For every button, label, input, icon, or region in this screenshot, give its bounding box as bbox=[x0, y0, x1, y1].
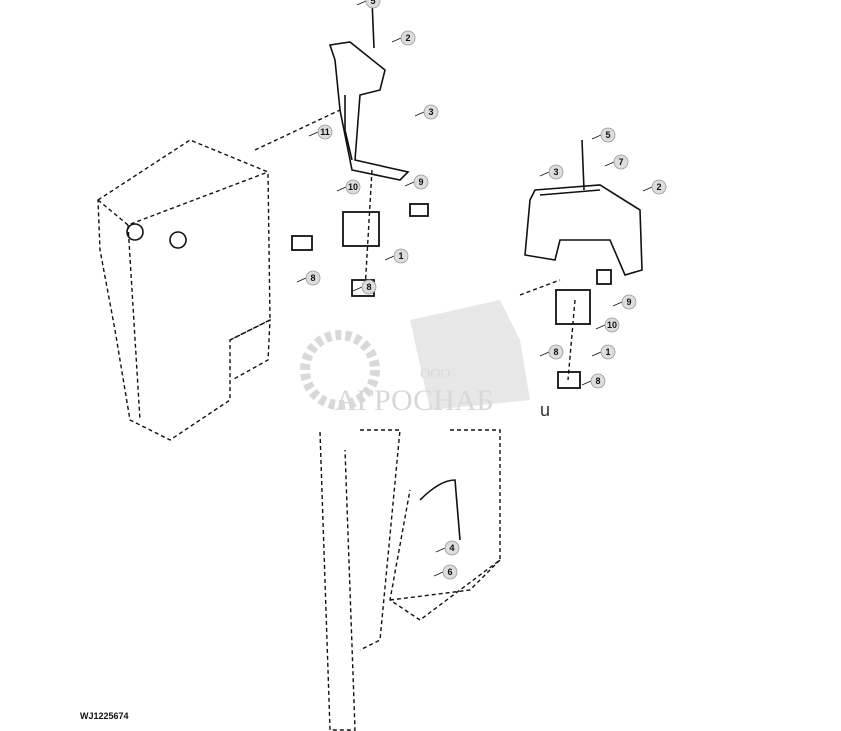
callout-number: 5 bbox=[605, 130, 610, 140]
frame bbox=[319, 429, 501, 731]
fitting-9b bbox=[596, 269, 612, 285]
callout-0: 5 bbox=[356, 0, 381, 9]
callout-number: 10 bbox=[348, 182, 358, 192]
callout-3: 11 bbox=[308, 124, 333, 140]
callout-19: 6 bbox=[433, 564, 458, 580]
callout-9: 5 bbox=[591, 127, 616, 143]
fitting-9a bbox=[409, 203, 429, 217]
callout-number: 8 bbox=[310, 273, 315, 283]
diagram-code: WJ1225674 bbox=[80, 711, 129, 721]
callout-number: 3 bbox=[553, 167, 558, 177]
callout-4: 10 bbox=[336, 179, 361, 195]
callout-number: 8 bbox=[366, 282, 371, 292]
callout-18: 4 bbox=[435, 540, 460, 556]
bracket-left bbox=[328, 0, 410, 181]
callout-14: 10 bbox=[595, 317, 620, 333]
bracket-right bbox=[524, 139, 643, 276]
watermark-prefix: ООО bbox=[420, 367, 450, 382]
watermark-suffix: u bbox=[540, 400, 550, 420]
callout-number: 4 bbox=[449, 543, 454, 553]
callout-number: 9 bbox=[626, 297, 631, 307]
callout-number: 3 bbox=[428, 107, 433, 117]
callout-number: 7 bbox=[618, 157, 623, 167]
valve-block-right bbox=[555, 289, 591, 325]
valve-block-left bbox=[342, 211, 380, 247]
watermark-logo: ООО АГРОСНАБ bbox=[300, 300, 530, 417]
callout-16: 1 bbox=[591, 344, 616, 360]
callout-number: 6 bbox=[447, 567, 452, 577]
hydraulic-tank bbox=[97, 139, 271, 441]
callout-number: 2 bbox=[656, 182, 661, 192]
callout-number: 10 bbox=[607, 320, 617, 330]
callout-10: 3 bbox=[539, 164, 564, 180]
callout-13: 9 bbox=[612, 294, 637, 310]
fitting-8a bbox=[291, 235, 313, 251]
callout-1: 2 bbox=[391, 30, 416, 46]
callout-number: 1 bbox=[398, 251, 403, 261]
callout-5: 9 bbox=[404, 174, 429, 190]
watermark-brand: АГРОСНАБ bbox=[335, 384, 494, 417]
callout-number: 5 bbox=[370, 0, 375, 6]
callout-17: 8 bbox=[581, 373, 606, 389]
fitting-8c bbox=[557, 371, 581, 389]
callout-number: 1 bbox=[605, 347, 610, 357]
callout-2: 3 bbox=[414, 104, 439, 120]
callout-15: 8 bbox=[539, 344, 564, 360]
callout-11: 7 bbox=[604, 154, 629, 170]
callout-8: 8 bbox=[352, 279, 377, 295]
callout-12: 2 bbox=[642, 179, 667, 195]
callout-number: 8 bbox=[595, 376, 600, 386]
callout-number: 11 bbox=[320, 127, 330, 137]
callout-number: 9 bbox=[418, 177, 423, 187]
callout-number: 2 bbox=[405, 33, 410, 43]
callout-number: 8 bbox=[553, 347, 558, 357]
callout-6: 1 bbox=[384, 248, 409, 264]
callout-7: 8 bbox=[296, 270, 321, 286]
